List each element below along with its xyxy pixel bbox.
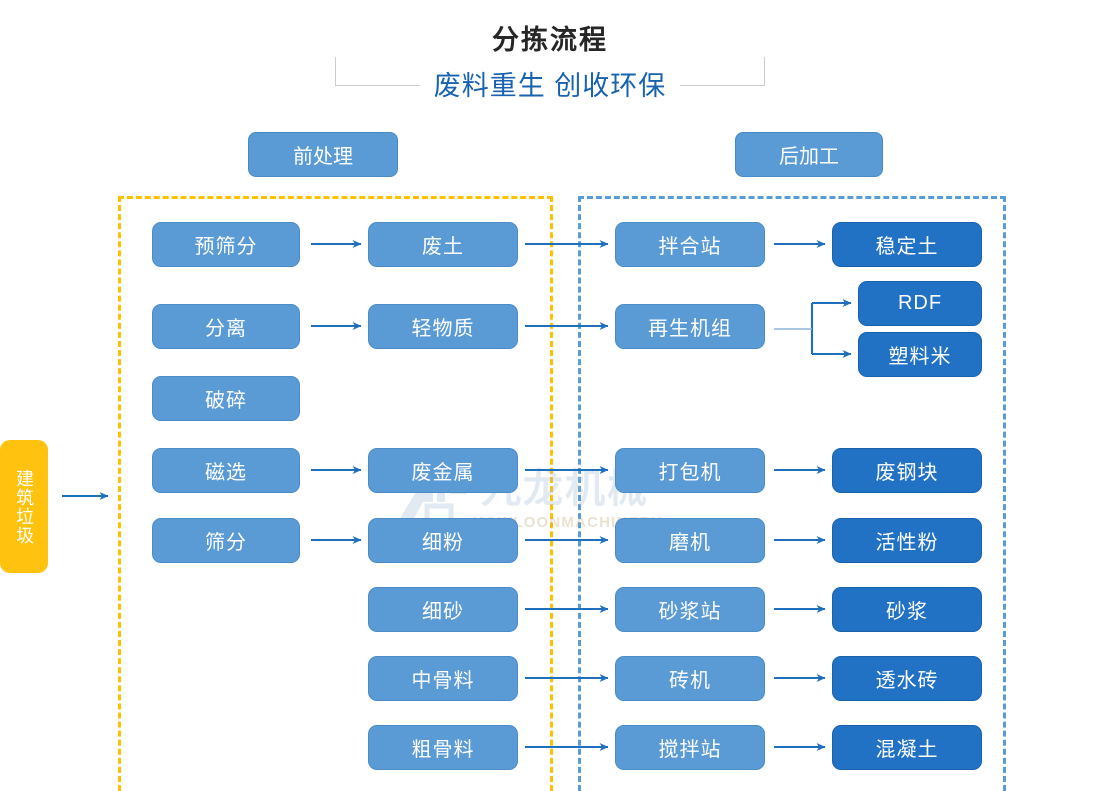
node-equipment-mixing-station: 拌合站 bbox=[615, 222, 765, 267]
panel-pre-processing bbox=[118, 196, 553, 791]
node-material-coarse-aggregate: 粗骨料 bbox=[368, 725, 518, 770]
input-node-construction-waste: 建筑垃圾 bbox=[0, 440, 48, 573]
node-equipment-baler: 打包机 bbox=[615, 448, 765, 493]
page-subtitle-text: 废料重生 创收环保 bbox=[419, 71, 681, 101]
node-material-fine-sand: 细砂 bbox=[368, 587, 518, 632]
node-material-light-material: 轻物质 bbox=[368, 304, 518, 349]
node-equipment-mortar-station: 砂浆站 bbox=[615, 587, 765, 632]
node-product-mortar: 砂浆 bbox=[832, 587, 982, 632]
node-process-magnetic: 磁选 bbox=[152, 448, 300, 493]
section-header-post-processing: 后加工 bbox=[735, 132, 883, 177]
node-material-medium-aggregate: 中骨料 bbox=[368, 656, 518, 701]
node-process-pre-screen: 预筛分 bbox=[152, 222, 300, 267]
page-subtitle: 废料重生 创收环保 bbox=[0, 64, 1100, 103]
node-product-active-powder: 活性粉 bbox=[832, 518, 982, 563]
node-material-fine-powder: 细粉 bbox=[368, 518, 518, 563]
node-equipment-mill: 磨机 bbox=[615, 518, 765, 563]
node-product-rdf: RDF bbox=[858, 281, 982, 326]
node-product-stabilized-soil: 稳定土 bbox=[832, 222, 982, 267]
node-product-concrete: 混凝土 bbox=[832, 725, 982, 770]
node-equipment-stirring-station: 搅拌站 bbox=[615, 725, 765, 770]
node-product-scrap-steel-block: 废钢块 bbox=[832, 448, 982, 493]
node-material-waste-soil: 废土 bbox=[368, 222, 518, 267]
node-product-plastic-pellets: 塑料米 bbox=[858, 332, 982, 377]
node-product-permeable-brick: 透水砖 bbox=[832, 656, 982, 701]
node-process-crush: 破碎 bbox=[152, 376, 300, 421]
page-title-text: 分拣流程 bbox=[476, 25, 624, 55]
node-equipment-brick-machine: 砖机 bbox=[615, 656, 765, 701]
node-process-screening: 筛分 bbox=[152, 518, 300, 563]
panel-post-processing bbox=[578, 196, 1006, 791]
section-header-pre-processing: 前处理 bbox=[248, 132, 398, 177]
page-title: 分拣流程 bbox=[0, 18, 1100, 57]
node-material-scrap-metal: 废金属 bbox=[368, 448, 518, 493]
node-process-separate: 分离 bbox=[152, 304, 300, 349]
node-equipment-regeneration-unit: 再生机组 bbox=[615, 304, 765, 349]
